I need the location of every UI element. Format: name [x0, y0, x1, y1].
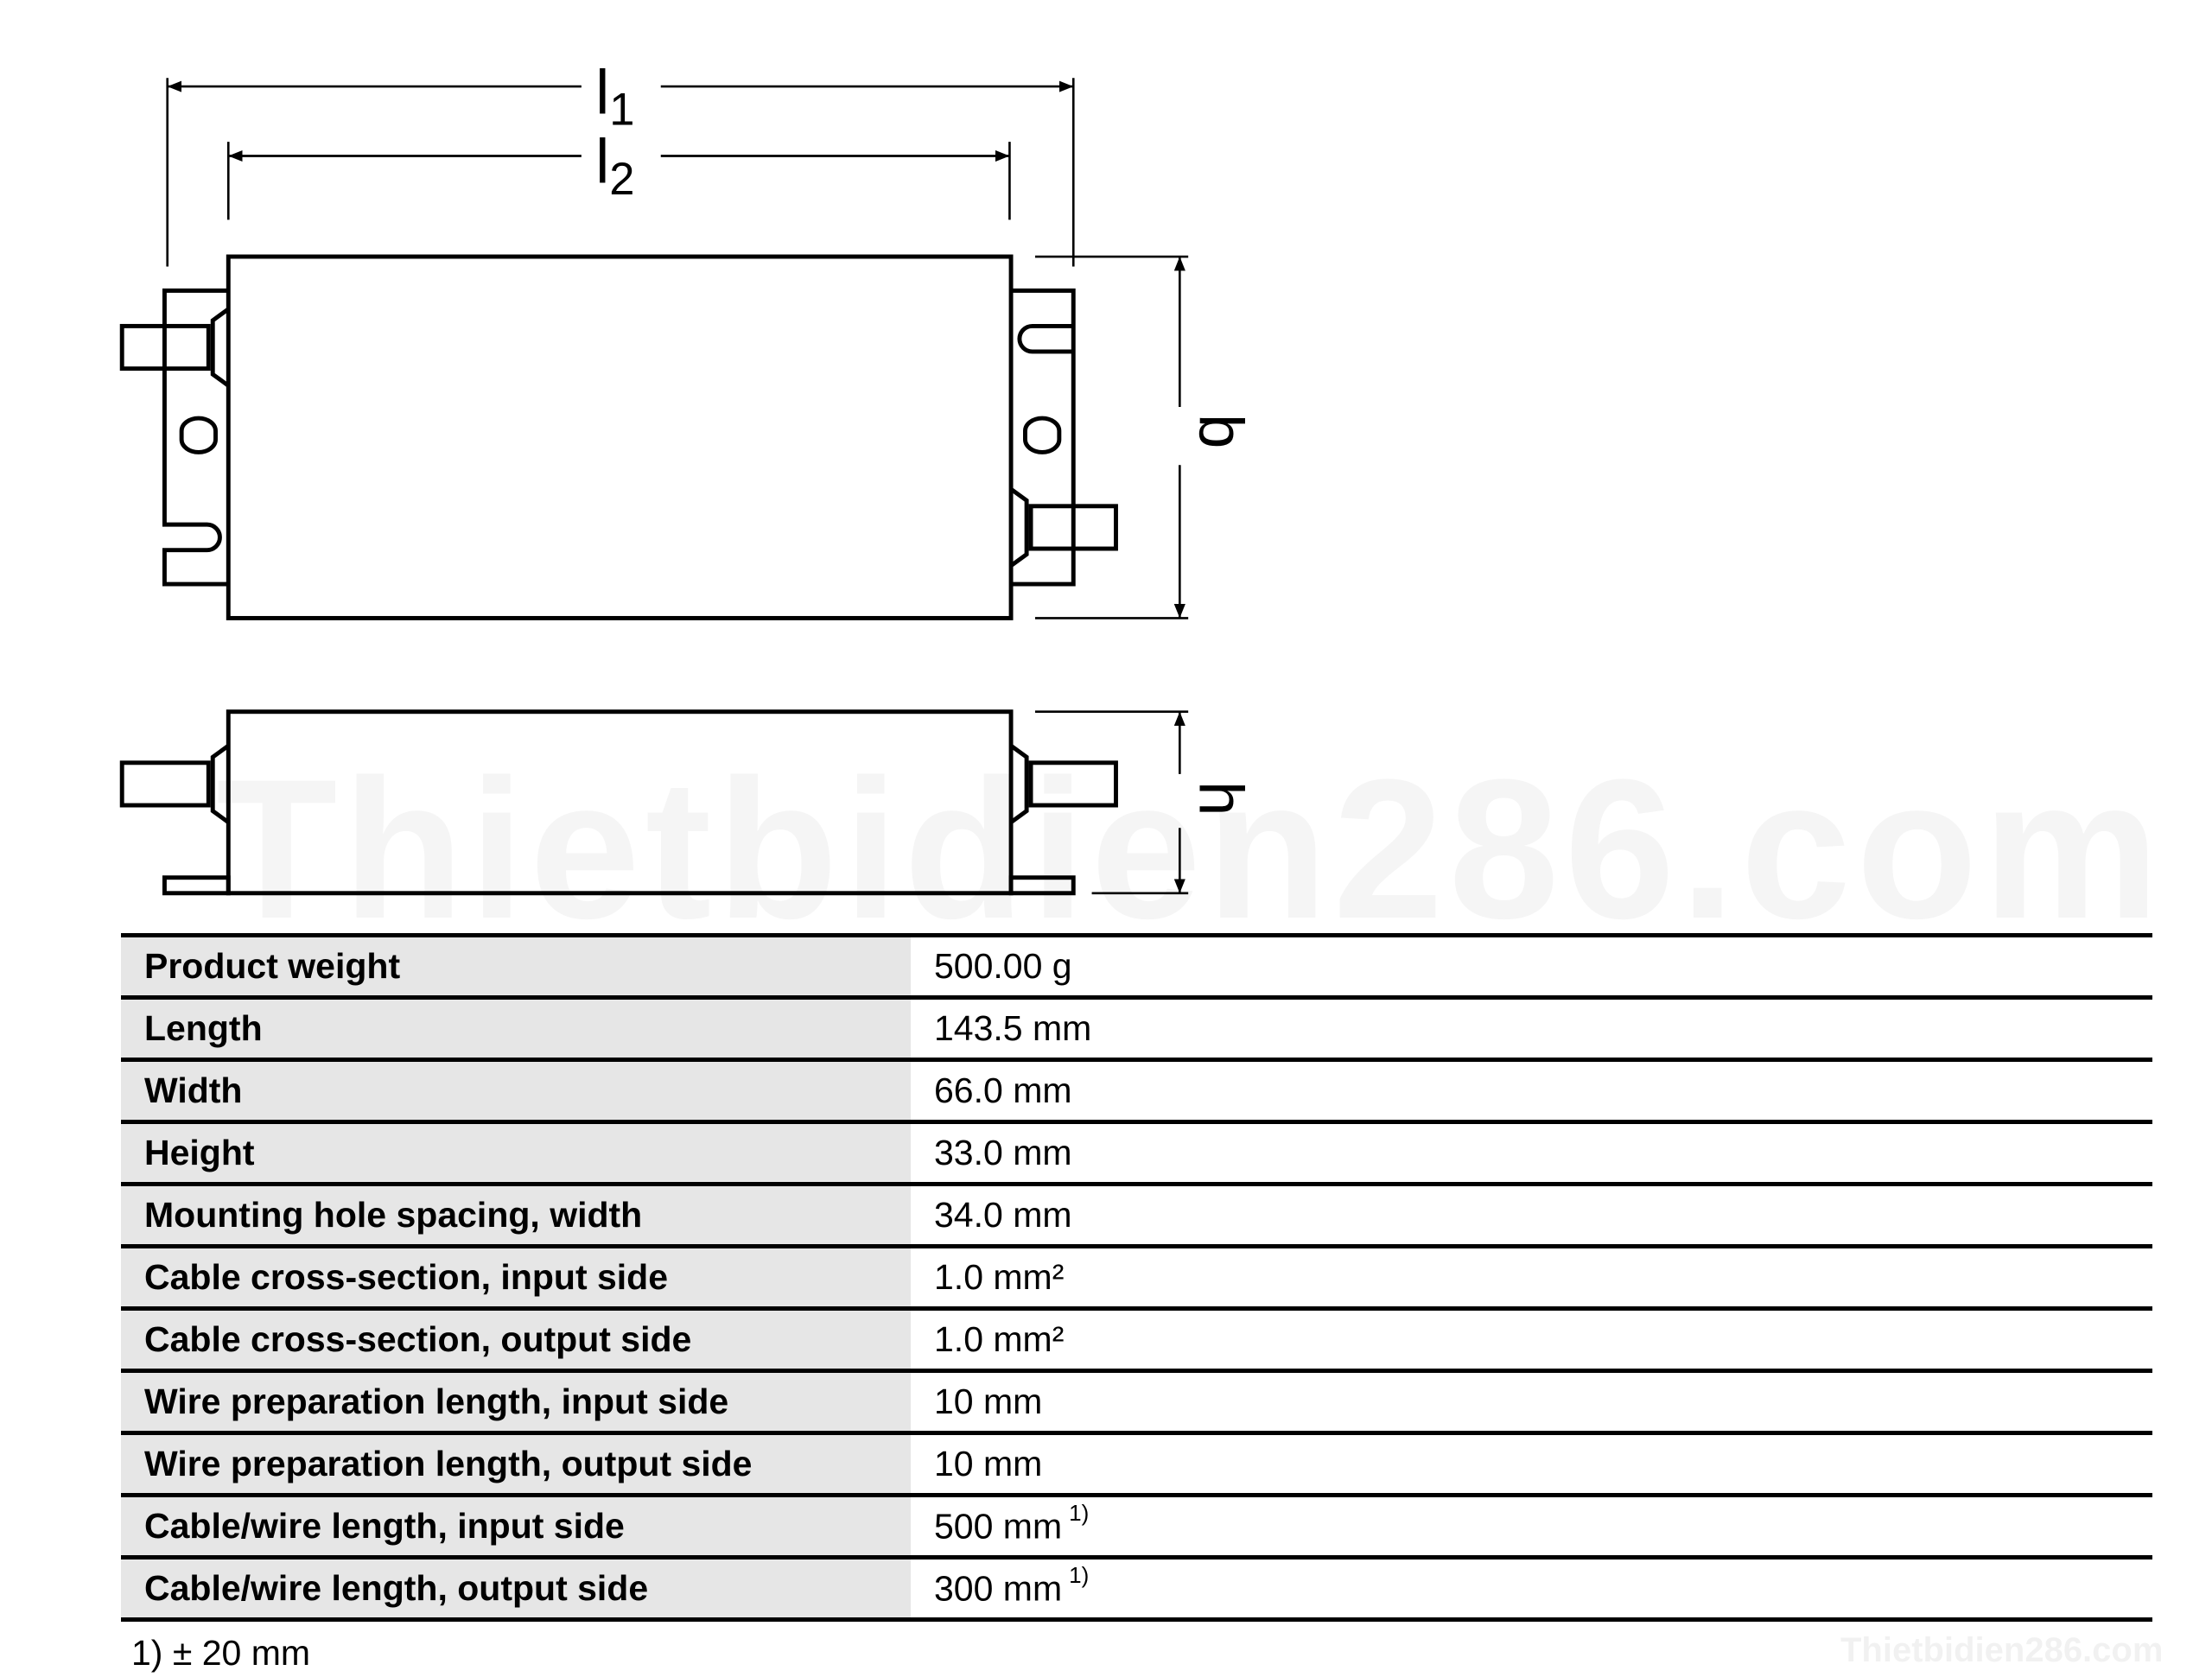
row-value: 500.00 g: [934, 946, 1072, 986]
row-label: Mounting hole spacing, width: [121, 1182, 911, 1247]
label-h: h: [1185, 781, 1255, 816]
footnote-ref: 1): [1069, 1500, 1090, 1527]
row-value: 300 mm: [934, 1568, 1063, 1609]
dimension-l1: [166, 78, 1075, 267]
row-value-cell: 10 mm: [911, 1431, 2152, 1496]
table-row: Wire preparation length, input side 10 mm: [121, 1369, 2152, 1433]
row-value-cell: 143.5 mm: [911, 995, 2152, 1060]
row-value: 1.0 mm²: [934, 1319, 1065, 1359]
row-value: 143.5 mm: [934, 1008, 1092, 1048]
watermark-small: Thietbidien286.com: [1840, 1631, 2164, 1669]
row-label: Wire preparation length, input side: [121, 1369, 911, 1433]
row-value-cell: 33.0 mm: [911, 1120, 2152, 1185]
row-value: 10 mm: [934, 1444, 1043, 1483]
row-label: Width: [121, 1058, 911, 1122]
row-label: Cable/wire length, output side: [121, 1555, 911, 1622]
table-row: Cable cross-section, input side 1.0 mm²: [121, 1244, 2152, 1309]
dimension-drawing: l1 l2 b h: [119, 58, 1255, 896]
label-l1: l1: [595, 58, 634, 135]
row-value: 33.0 mm: [934, 1133, 1072, 1172]
row-value-cell: 10 mm: [911, 1369, 2152, 1433]
row-value: 1.0 mm²: [934, 1257, 1065, 1297]
top-view: [119, 254, 1118, 620]
table-row: Length 143.5 mm: [121, 995, 2152, 1060]
row-value-cell: 500.00 g: [911, 933, 2152, 998]
row-label: Wire preparation length, output side: [121, 1431, 911, 1496]
table-row: Height 33.0 mm: [121, 1120, 2152, 1185]
row-label: Cable cross-section, input side: [121, 1244, 911, 1309]
table-row: Wire preparation length, output side 10 m…: [121, 1431, 2152, 1496]
dimension-l2: [226, 142, 1011, 220]
row-label: Cable cross-section, output side: [121, 1306, 911, 1371]
label-l2: l2: [595, 128, 634, 205]
table-row: Cable cross-section, output side 1.0 mm²: [121, 1306, 2152, 1371]
table-row: Product weight 500.00 g: [121, 933, 2152, 998]
row-value: 66.0 mm: [934, 1070, 1072, 1110]
row-value-cell: 1.0 mm²: [911, 1244, 2152, 1309]
row-label: Length: [121, 995, 911, 1060]
footnote-ref: 1): [1069, 1562, 1090, 1589]
row-value: 500 mm: [934, 1506, 1063, 1547]
row-label: Cable/wire length, input side: [121, 1493, 911, 1558]
row-value: 10 mm: [934, 1382, 1043, 1421]
label-b: b: [1185, 414, 1255, 448]
table-row: Width 66.0 mm: [121, 1058, 2152, 1122]
row-value-cell: 66.0 mm: [911, 1058, 2152, 1122]
side-view: [119, 709, 1118, 896]
dimension-b: [1034, 255, 1189, 619]
row-label: Height: [121, 1120, 911, 1185]
row-value-cell: 1.0 mm²: [911, 1306, 2152, 1371]
spec-table: Product weight 500.00 g Length 143.5 mm Widt…: [121, 933, 2152, 1622]
row-label: Product weight: [121, 933, 911, 998]
footnote: 1) ± 20 mm: [131, 1633, 311, 1673]
table-row: Mounting hole spacing, width 34.0 mm: [121, 1182, 2152, 1247]
dimension-h: [1034, 710, 1189, 895]
row-value-cell: 34.0 mm: [911, 1182, 2152, 1247]
row-value: 34.0 mm: [934, 1195, 1072, 1235]
